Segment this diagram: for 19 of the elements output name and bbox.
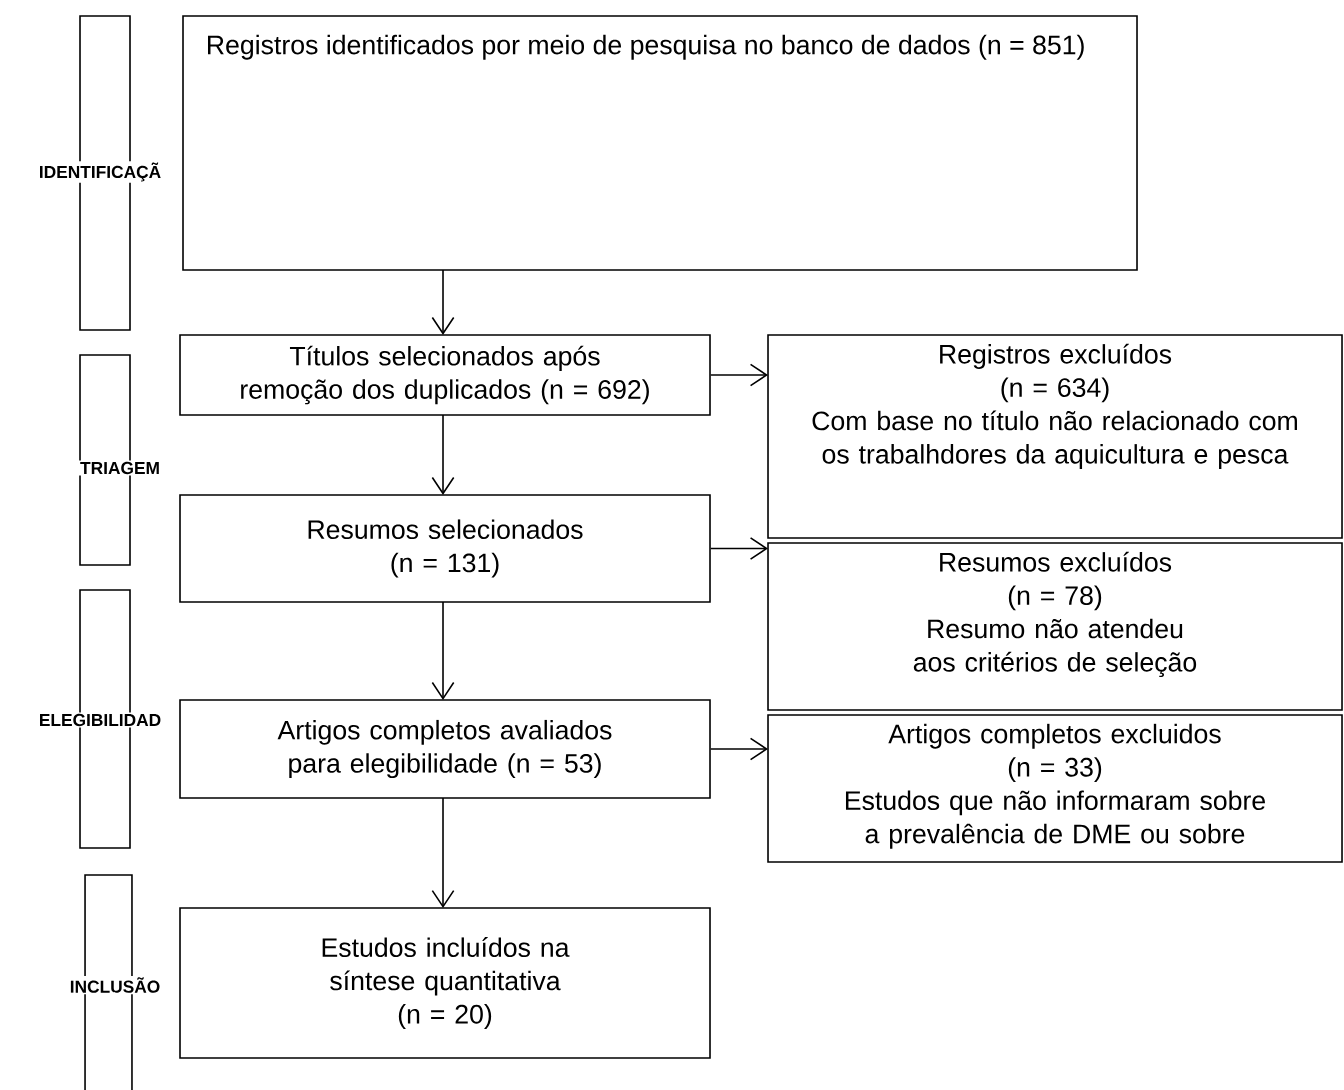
process-box: Estudos incluídos na síntese quantitativa (n = 20) <box>179 907 711 1059</box>
phase-box: INCLUSÃO <box>68 874 162 1090</box>
phase-box: ELEGIBILIDAD <box>37 589 163 849</box>
phase-box: IDENTIFICAÇÃ <box>37 15 163 331</box>
arrow <box>431 414 455 495</box>
exclusion-box: Resumos excluídos (n = 78) Resumo não atendeu aos critérios de seleção <box>767 542 1343 711</box>
process-box: Resumos selecionados (n = 131) <box>179 494 711 603</box>
arrow <box>710 363 768 387</box>
arrow <box>431 601 455 700</box>
process-box: Títulos selecionados após remoção dos duplicados (n = 692) <box>179 334 711 416</box>
arrow <box>431 269 455 335</box>
process-box: Artigos completos avaliados para elegibilidade (n = 53) <box>179 699 711 799</box>
exclusion-box: Registros excluídos (n = 634) Com base no título não relacionado com os trabalhdores da aquicultura e pesca <box>767 334 1343 539</box>
arrow <box>710 537 768 560</box>
arrow <box>710 737 768 761</box>
phase-box: TRIAGEM <box>78 354 162 566</box>
exclusion-box: Artigos completos excluidos (n = 33) Estudos que não informaram sobre a prevalência de DME ou sobre <box>767 714 1343 863</box>
arrow <box>431 797 455 908</box>
process-box: Registros identificados por meio de pesquisa no banco de dados (n = 851) <box>182 15 1138 271</box>
